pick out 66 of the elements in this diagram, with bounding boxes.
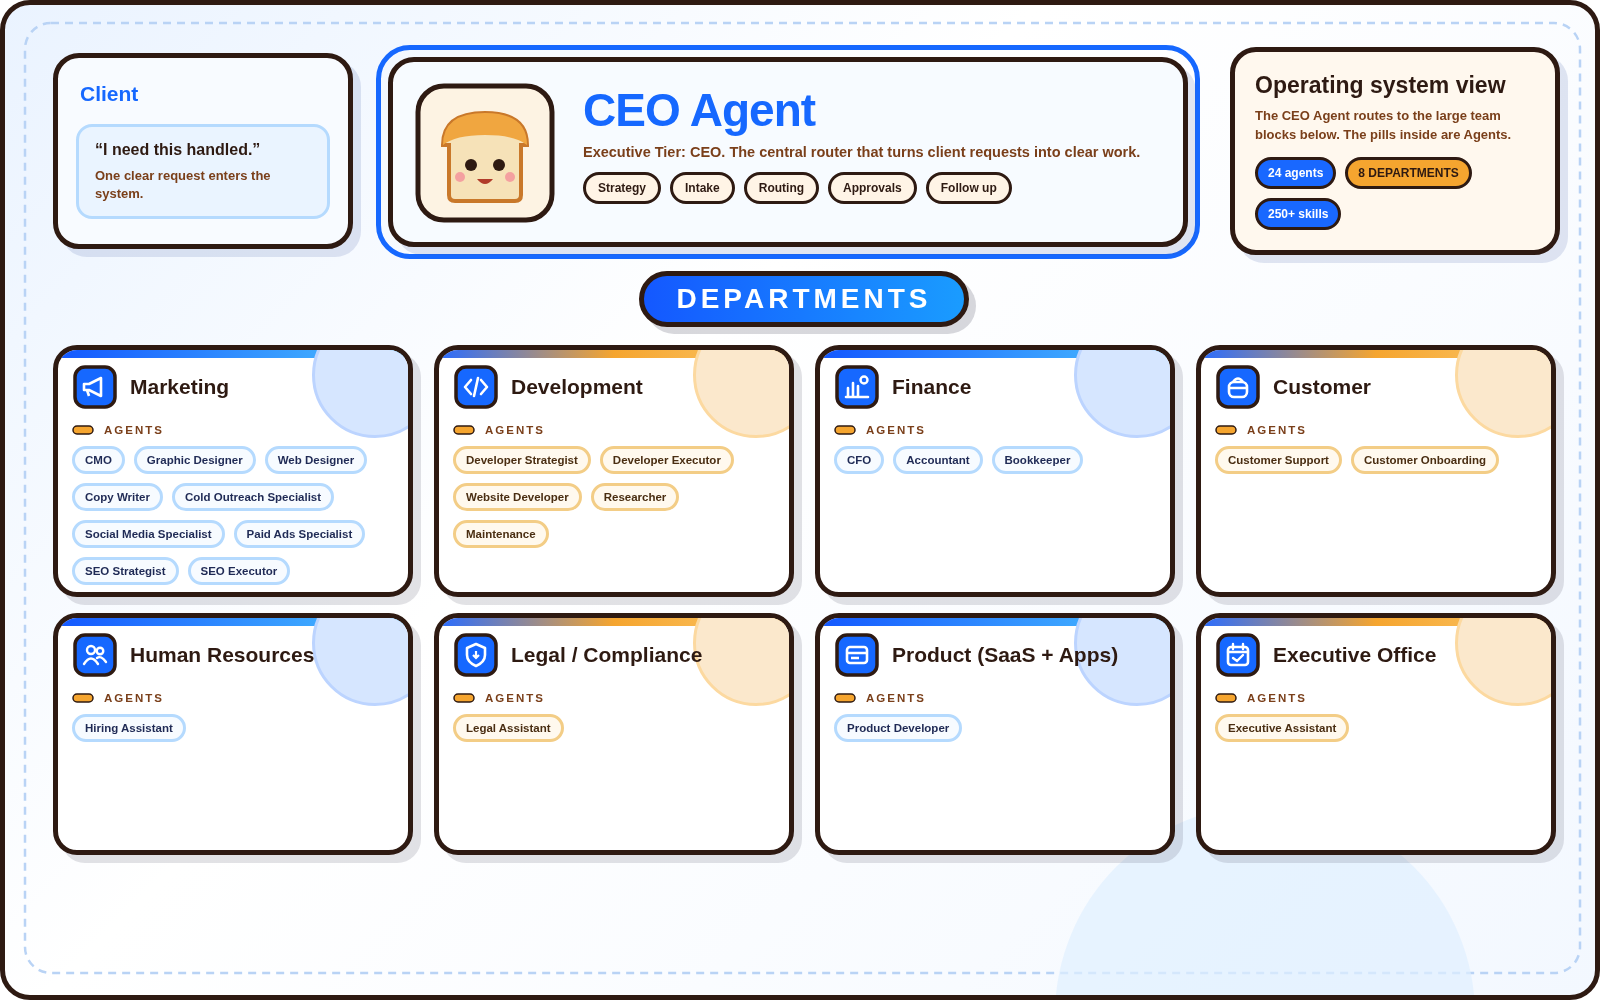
department-card	[1196, 613, 1556, 855]
section-label: AGENTS	[485, 692, 545, 704]
department-title: Customer	[1273, 375, 1372, 399]
agent-pill: Customer Support	[1215, 446, 1342, 474]
agent-pill: Accountant	[893, 446, 983, 474]
section-label: AGENTS	[104, 692, 164, 704]
agent-pill: Hiring Assistant	[72, 714, 186, 742]
department-title: Legal / Compliance	[511, 643, 703, 667]
section-banner: DEPARTMENTS	[639, 271, 969, 327]
card-title: Operating system view	[1255, 72, 1507, 99]
agent-pill: SEO Executor	[187, 557, 291, 585]
department-card	[1196, 345, 1556, 597]
quote-caption: One clear request enters the system.	[95, 167, 272, 203]
stat-pill: 24 agents	[1255, 156, 1337, 189]
agent-pill: Developer Strategist	[453, 446, 591, 474]
agent-pill: Product Developer	[834, 714, 963, 742]
agent-pill: SEO Strategist	[72, 557, 179, 585]
section-label: AGENTS	[866, 692, 926, 704]
section-label: AGENTS	[1247, 424, 1307, 436]
agent-pill: Website Developer	[453, 483, 582, 511]
quote-box	[76, 124, 330, 220]
department-card	[815, 345, 1175, 597]
department-title: Product (SaaS + Apps)	[892, 643, 1119, 667]
section-label: AGENTS	[485, 424, 545, 436]
department-title: Development	[511, 375, 643, 399]
department-title: Human Resources	[130, 643, 315, 667]
card-description: The CEO Agent routes to the large team blocks below. The pills inside are Agents.	[1255, 107, 1513, 144]
department-card	[53, 613, 413, 855]
agent-pill: Cold Outreach Specialist	[171, 483, 335, 511]
task-pill: Intake	[670, 172, 735, 204]
agent-pill: Developer Executor	[599, 446, 734, 474]
department-title: Executive Office	[1273, 643, 1437, 667]
agent-pill: Copy Writer	[72, 483, 163, 511]
task-pill: Strategy	[583, 172, 662, 204]
quote-text: “I need this handled.”	[95, 141, 262, 159]
agent-pill: CFO	[834, 446, 885, 474]
agent-pill: Paid Ads Specialist	[233, 520, 366, 548]
agent-pill: Legal Assistant	[453, 714, 564, 742]
agent-pill: CMO	[72, 446, 125, 474]
agent-pill: Customer Onboarding	[1350, 446, 1499, 474]
agent-title: CEO Agent	[583, 84, 817, 136]
department-card	[53, 345, 413, 597]
agent-pill: Researcher	[590, 483, 680, 511]
department-card	[815, 613, 1175, 855]
section-label: AGENTS	[1247, 692, 1307, 704]
agent-pill: Maintenance	[453, 520, 549, 548]
agent-description: Executive Tier: CEO. The central router that turns client requests into clear work.	[583, 144, 1142, 160]
section-label: AGENTS	[866, 424, 926, 436]
section-label: AGENTS	[104, 424, 164, 436]
stat-pill: 8 DEPARTMENTS	[1345, 156, 1472, 189]
agent-pill: Social Media Specialist	[72, 520, 225, 548]
agent-pill: Executive Assistant	[1215, 714, 1350, 742]
department-card	[434, 613, 794, 855]
task-pill: Routing	[743, 172, 820, 204]
department-title: Finance	[892, 375, 972, 399]
agent-pill: Web Designer	[264, 446, 368, 474]
department-title: Marketing	[130, 375, 230, 399]
card-title: Client	[80, 82, 140, 106]
stat-pill: 250+ skills	[1255, 197, 1342, 230]
agent-pill: Graphic Designer	[133, 446, 256, 474]
info-card	[1230, 47, 1560, 255]
task-pill: Follow up	[925, 172, 1012, 204]
department-card	[434, 345, 794, 597]
task-pill: Approvals	[828, 172, 917, 204]
client-card	[53, 53, 353, 249]
agent-pill: Bookkeeper	[991, 446, 1084, 474]
